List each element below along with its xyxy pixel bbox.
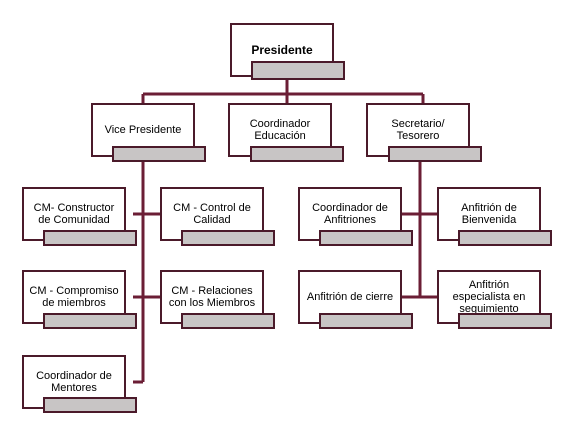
node-coordinador-anfitriones: Coordinador de Anfitriones	[298, 187, 402, 241]
node-label: Presidente	[251, 43, 313, 57]
node-label: Coordinador de Anfitriones	[312, 202, 388, 226]
node-bar	[43, 230, 137, 246]
node-label: Anfitrión especialista en seguimiento	[452, 279, 526, 315]
node-label: CM - Control de Calidad	[173, 202, 251, 226]
node-bar	[319, 230, 413, 246]
node-bar	[43, 397, 137, 413]
node-bar	[112, 146, 206, 162]
node-label: Anfitrión de Bienvenida	[461, 202, 517, 226]
node-bar	[388, 146, 482, 162]
node-bar	[458, 230, 552, 246]
node-bar	[251, 61, 345, 80]
node-label: CM - Relaciones con los Miembros	[168, 285, 256, 309]
node-label: Coordinador de Mentores	[36, 370, 112, 394]
node-bar	[458, 313, 552, 329]
node-bar	[43, 313, 137, 329]
node-label: CM - Compromiso de miembros	[29, 285, 119, 309]
node-label: Coordinador Educación	[249, 118, 311, 142]
node-label: Vice Presidente	[104, 124, 182, 136]
node-bar	[181, 313, 275, 329]
node-bar	[181, 230, 275, 246]
node-bar	[319, 313, 413, 329]
node-label: Secretario/ Tesorero	[391, 118, 445, 142]
node-cm-control: CM - Control de Calidad	[160, 187, 264, 241]
node-label: Anfitrión de cierre	[306, 291, 394, 303]
node-label: CM- Constructor de Comunidad	[33, 202, 115, 226]
node-bar	[250, 146, 344, 162]
